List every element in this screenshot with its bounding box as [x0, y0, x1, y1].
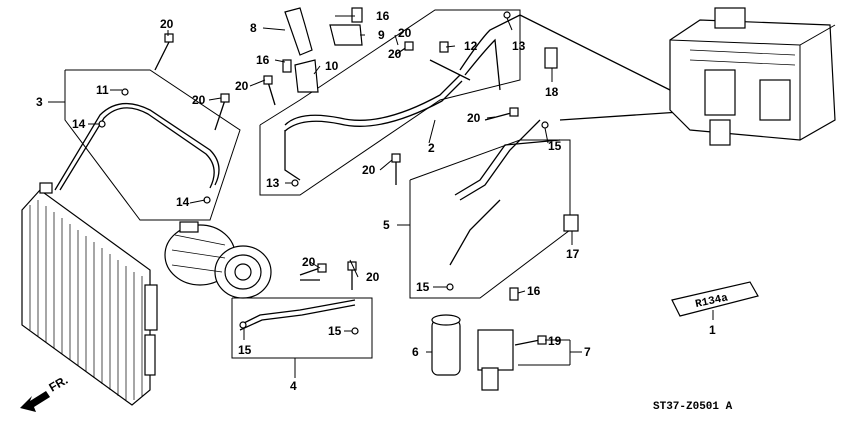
evaporator-unit	[669, 7, 836, 146]
callout-15a: 15	[548, 139, 562, 153]
callout-14a: 14	[72, 117, 86, 131]
front-label: FR.	[47, 373, 71, 395]
callout-4: 4	[290, 379, 297, 393]
callout-20d: 20	[398, 26, 412, 40]
callout-7: 7	[584, 345, 591, 359]
diagram-code: ST37-Z0501 A	[653, 401, 733, 413]
hardware	[98, 7, 579, 346]
callout-9: 9	[378, 28, 385, 42]
callout-16b: 16	[376, 9, 390, 23]
callout-20c: 20	[235, 79, 249, 93]
callouts: 3 11 14 14 20 20 20 8 16 10 16 9 20 20 1…	[36, 9, 716, 393]
callout-13b: 13	[266, 176, 280, 190]
callout-11: 11	[96, 83, 109, 97]
callout-3: 3	[36, 95, 43, 109]
callout-20a: 20	[160, 17, 174, 31]
callout-12: 12	[464, 39, 478, 53]
callout-5: 5	[383, 218, 390, 232]
callout-6: 6	[412, 345, 419, 359]
callout-20h: 20	[302, 255, 316, 269]
compressor	[164, 221, 272, 299]
callout-20g: 20	[362, 163, 376, 177]
receiver-dryer	[431, 314, 514, 391]
leader-lines	[48, 15, 714, 378]
callout-19: 19	[548, 334, 562, 348]
callout-15d: 15	[238, 343, 252, 357]
callout-20b: 20	[192, 93, 206, 107]
callout-1: 1	[709, 323, 716, 337]
callout-13a: 13	[512, 39, 526, 53]
callout-20f: 20	[467, 111, 481, 125]
r134a-emblem: R134a	[671, 281, 759, 317]
callout-20e: 20	[388, 47, 402, 61]
callout-2: 2	[428, 141, 435, 155]
condenser	[21, 182, 158, 406]
callout-16c: 16	[527, 284, 541, 298]
callout-14b: 14	[176, 195, 190, 209]
callout-16a: 16	[256, 53, 270, 67]
callout-8: 8	[250, 21, 257, 35]
callout-15c: 15	[328, 324, 342, 338]
callout-20-right: 20	[366, 270, 380, 284]
front-direction-arrow: FR.	[20, 373, 70, 412]
callout-15b: 15	[416, 280, 430, 294]
callout-17: 17	[566, 247, 580, 261]
condenser-fins	[29, 200, 143, 400]
callout-10: 10	[325, 59, 339, 73]
hoses	[54, 14, 711, 331]
callout-18: 18	[545, 85, 559, 99]
